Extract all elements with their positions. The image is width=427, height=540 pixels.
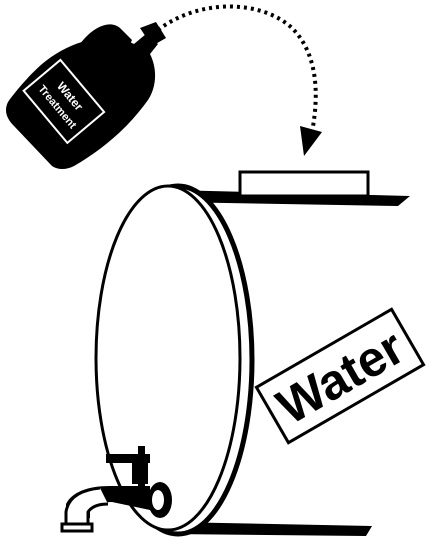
tank-water-sign: Water [256,309,423,442]
tank-fill-port [240,172,368,196]
treatment-jug-icon: Water Treatment [6,22,166,169]
pour-arrow-icon [158,7,322,157]
tank-label: Water [268,319,414,435]
